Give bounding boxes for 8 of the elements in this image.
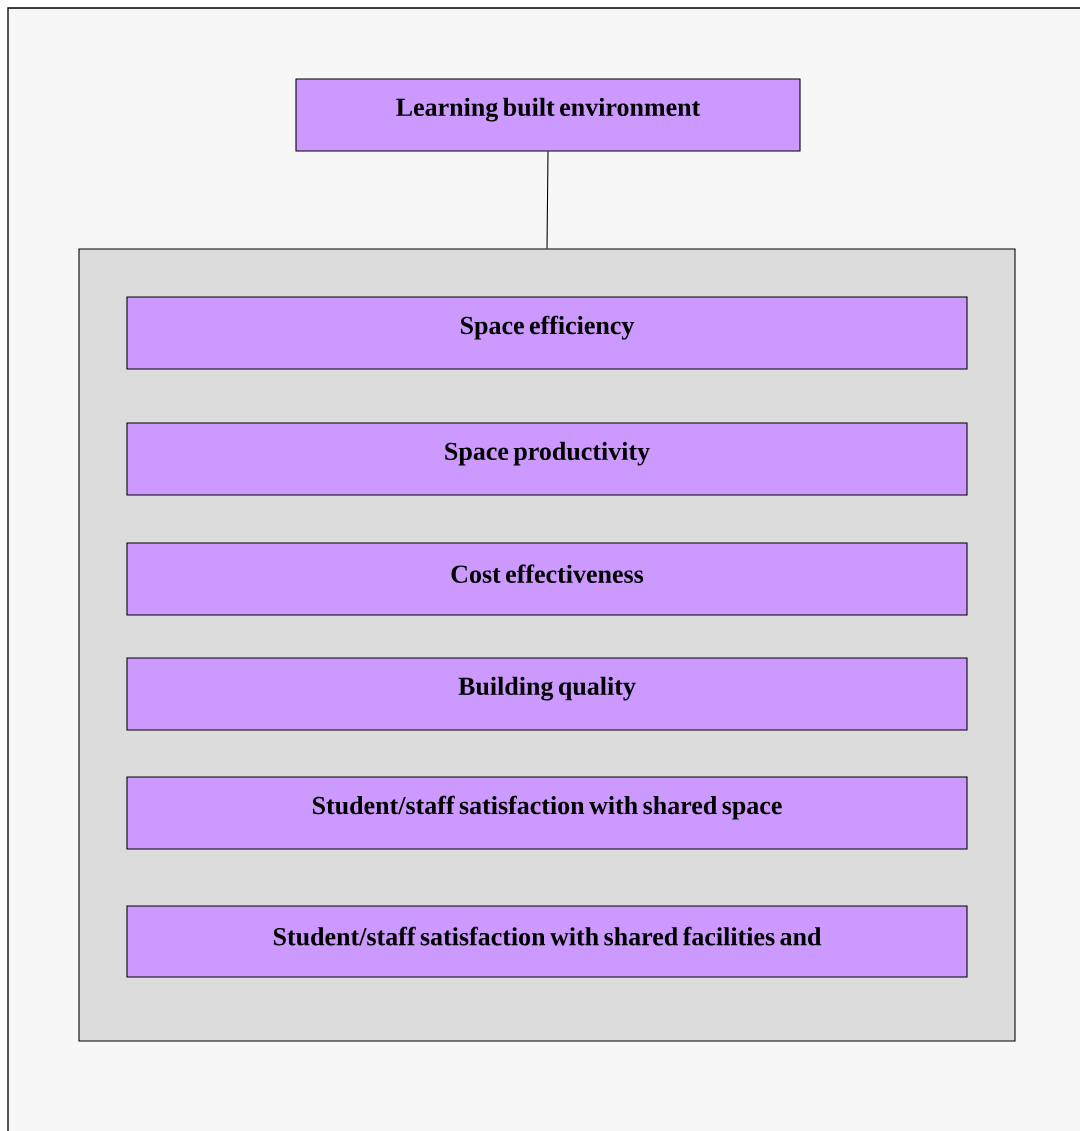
label-box: Space efficiency <box>126 296 968 370</box>
label-box: Student/staff satisfaction with shared facilities and <box>126 905 968 978</box>
label-box: Student/staff satisfaction with shared space <box>126 776 968 850</box>
connector-line <box>546 151 549 249</box>
label-box: Learning built environment <box>295 78 801 152</box>
label-box: Building quality <box>126 657 968 731</box>
label-box: Cost effectiveness <box>126 542 968 616</box>
label-box: Space productivity <box>126 422 968 496</box>
